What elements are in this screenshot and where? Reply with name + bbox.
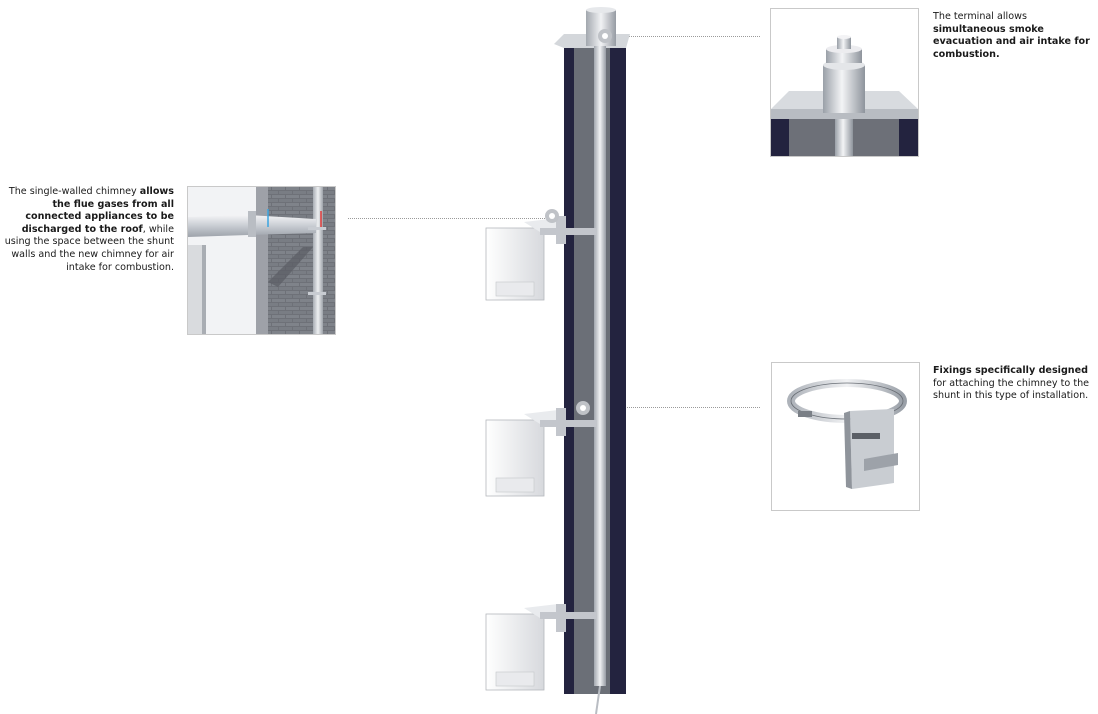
callout-left-text-1: The single-walled chimney — [8, 186, 140, 197]
inset-terminal-detail — [770, 8, 919, 157]
inset-chimney-detail — [187, 186, 336, 335]
callout-mid-text-1: for attaching the chimney to the shunt i… — [933, 377, 1090, 402]
chimney-pipe — [594, 46, 606, 686]
callout-chimney-description: The single-walled chimney allows the flu… — [0, 186, 174, 274]
callout-mid-bold: Fixings specifically designed — [933, 365, 1089, 376]
insulation-left — [564, 48, 574, 694]
inset-fixing-drawing — [772, 363, 919, 510]
boiler-2 — [485, 410, 596, 497]
inset-terminal-drawing — [771, 9, 918, 156]
callout-top-text-1: The terminal allows — [933, 11, 1027, 22]
callout-terminal-description: The terminal allows simultaneous smoke e… — [933, 11, 1098, 61]
inset-fixing-detail — [771, 362, 920, 511]
leader-line-top — [622, 36, 760, 37]
leader-line-left — [348, 218, 545, 219]
insulation-right — [610, 48, 626, 694]
callout-fixings-description: Fixings specifically designed for attach… — [933, 365, 1098, 403]
callout-left-text-2: , while using the space between the shun… — [4, 223, 174, 273]
inset-chimney-drawing — [188, 187, 335, 334]
leader-line-mid — [595, 407, 760, 408]
callout-top-bold: simultaneous smoke evacuation and air in… — [933, 23, 1090, 60]
callout-left-bold: allows the flue gases from all connected… — [21, 186, 174, 235]
boiler-1 — [485, 218, 596, 301]
boiler-3 — [485, 604, 596, 691]
chimney-installation-drawing — [485, 7, 630, 714]
